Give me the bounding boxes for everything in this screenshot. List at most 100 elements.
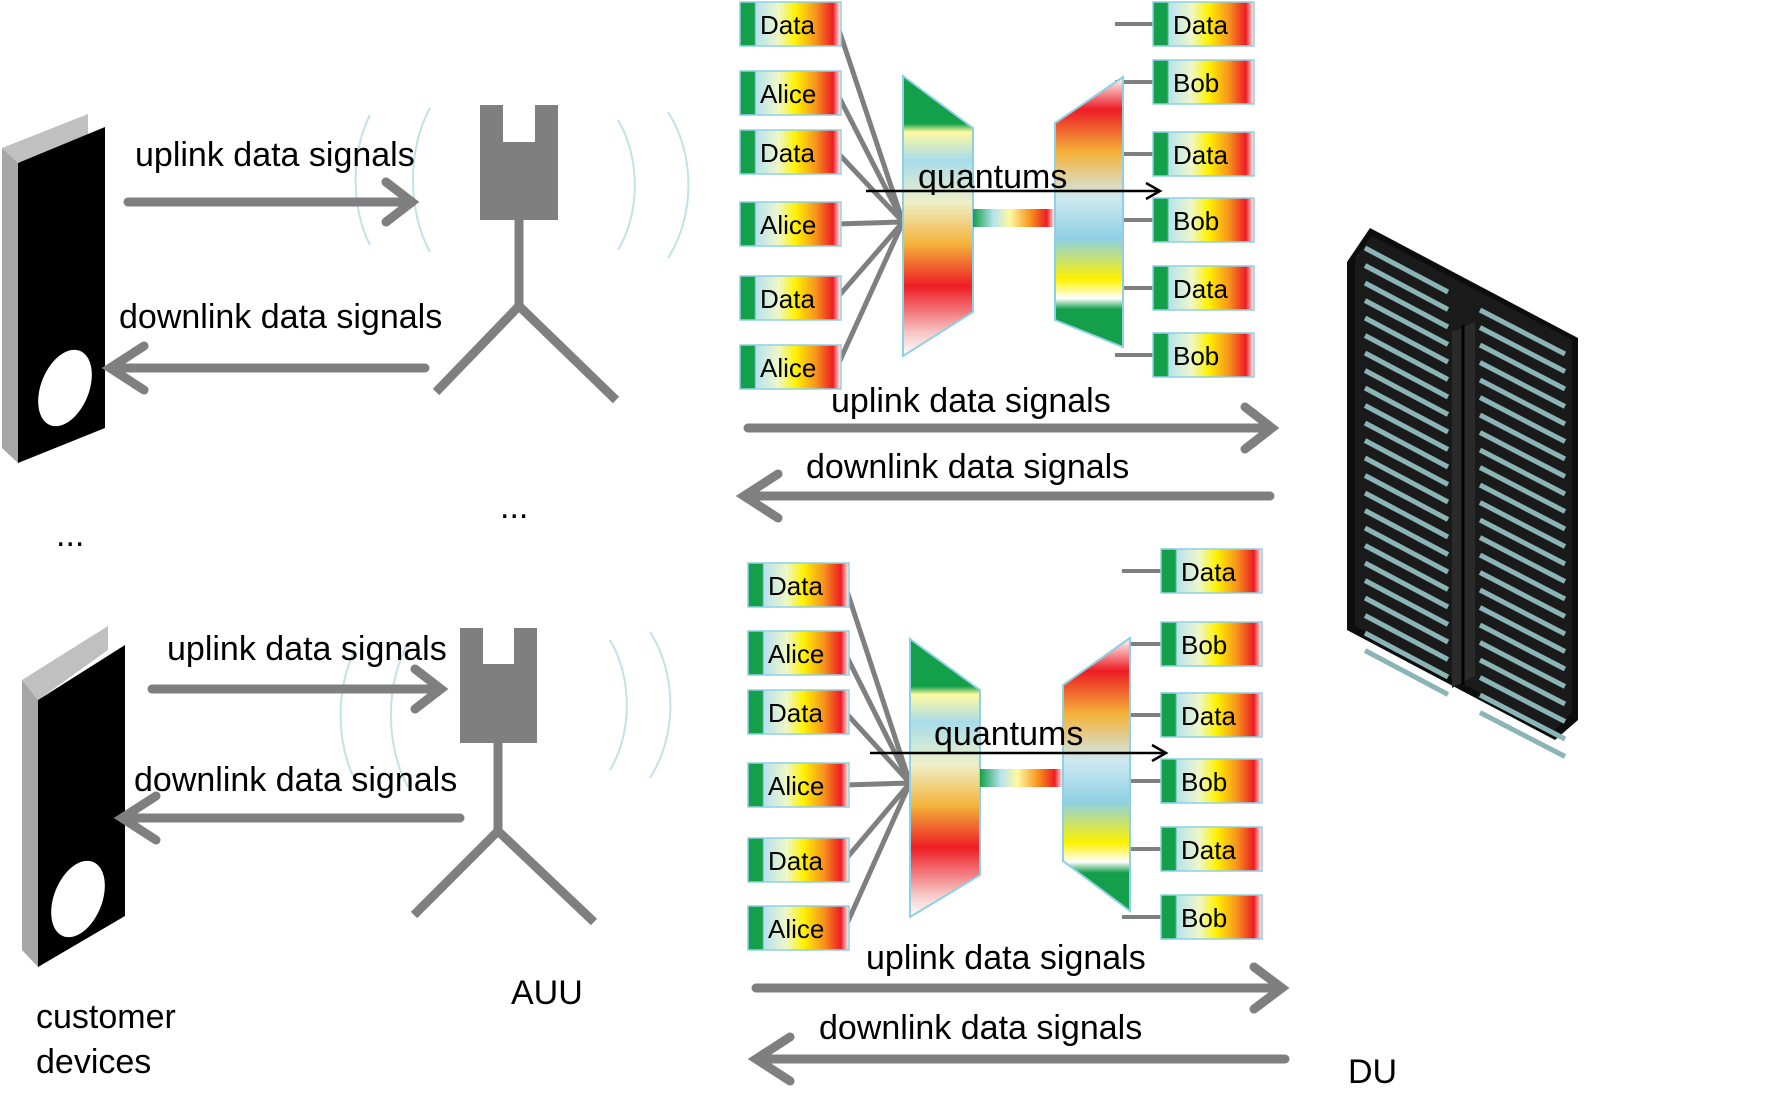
- mux-icon: [909, 637, 981, 919]
- wireless-waves-top: [354, 107, 690, 259]
- rack-slat: [1363, 280, 1450, 330]
- right-signal-label: Data: [1181, 701, 1236, 731]
- left-signal-label: Alice: [760, 353, 816, 383]
- right-signal-label: Bob: [1173, 68, 1219, 98]
- rack-slat: [1363, 455, 1450, 505]
- uplink-label-right-bottom: uplink data signals: [866, 939, 1146, 977]
- wireless-waves-bottom: [339, 631, 672, 788]
- left-signal-box: Data: [747, 562, 850, 608]
- downlink-label-right-top: downlink data signals: [806, 448, 1129, 486]
- antenna-icon-bottom: [410, 628, 598, 926]
- left-signal-box: Data: [739, 1, 842, 47]
- connector-line: [834, 91, 906, 224]
- rack-slat: [1478, 605, 1567, 654]
- right-signal-label: Bob: [1181, 903, 1227, 933]
- connector-line: [843, 781, 912, 862]
- rack-slat: [1363, 263, 1450, 312]
- rack-slat: [1363, 333, 1450, 382]
- rack-slat: [1363, 385, 1450, 435]
- rack-slat: [1478, 482, 1567, 532]
- right-signal-label: Bob: [1181, 767, 1227, 797]
- left-signal-label: Data: [760, 284, 815, 314]
- right-signal-box: Bob: [1152, 197, 1255, 243]
- left-signal-box: Data: [747, 689, 850, 735]
- rack-slat: [1478, 570, 1567, 619]
- rack-slat: [1478, 360, 1567, 409]
- right-signal-box: Data: [1160, 826, 1263, 872]
- rack-slat: [1363, 298, 1450, 347]
- demux-icon: [1062, 636, 1131, 913]
- left-signal-label: Data: [768, 846, 823, 876]
- rack-slat: [1363, 613, 1450, 662]
- mux-section-bottom: quantumsDataAliceDataAliceDataAliceDataB…: [747, 548, 1263, 951]
- right-signal-box: Data: [1160, 692, 1263, 738]
- rack-slat: [1478, 307, 1567, 357]
- quantum-arrowhead: [1145, 181, 1163, 201]
- right-signal-box: Data: [1160, 548, 1263, 594]
- left-signal-box: Data: [739, 129, 842, 175]
- rack-slat: [1363, 420, 1450, 470]
- ellipsis-customer: ...: [56, 516, 84, 554]
- rack-slat: [1478, 395, 1567, 444]
- rack-slat: [1478, 657, 1567, 707]
- right-signal-label: Data: [1173, 140, 1228, 170]
- fiber-link: [980, 769, 1063, 787]
- auu-caption: AUU: [511, 974, 583, 1012]
- rack-slat: [1363, 508, 1450, 557]
- right-signal-label: Bob: [1173, 206, 1219, 236]
- arrow-downlink-left-bottom: [113, 791, 465, 845]
- rack-slat: [1478, 412, 1567, 462]
- left-signal-box: Alice: [739, 344, 842, 390]
- rack-slat: [1363, 315, 1450, 365]
- left-signal-box: Alice: [739, 201, 842, 247]
- rack-slat: [1478, 587, 1567, 637]
- left-signal-box: Data: [747, 837, 850, 883]
- rack-slat: [1363, 630, 1450, 680]
- connector-line: [835, 220, 905, 300]
- quantum-arrowhead: [1151, 743, 1169, 763]
- right-signal-box: Data: [1152, 131, 1255, 177]
- ellipsis-auu: ...: [500, 488, 528, 526]
- right-signal-box: Bob: [1160, 621, 1263, 667]
- rack-slat: [1363, 245, 1450, 295]
- rack-slat: [1363, 403, 1450, 452]
- rack-slat: [1363, 543, 1450, 592]
- rack-slat: [1363, 595, 1450, 645]
- antenna-icon-top: [432, 105, 620, 404]
- uplink-label-left-bottom: uplink data signals: [167, 630, 447, 668]
- right-signal-label: Data: [1173, 274, 1228, 304]
- connector-line: [834, 220, 906, 369]
- left-signal-label: Data: [768, 571, 823, 601]
- left-signal-box: Data: [739, 275, 842, 321]
- customer-caption-line1: customer: [36, 998, 176, 1036]
- connector-line: [836, 219, 904, 227]
- server-rack-icon: [1347, 228, 1578, 759]
- rack-slat: [1478, 622, 1567, 672]
- arrow-uplink-right-top: [743, 402, 1280, 454]
- rack-slat: [1478, 675, 1567, 724]
- customer-caption-line2: devices: [36, 1043, 151, 1081]
- left-signal-box: Alice: [747, 905, 850, 951]
- right-signal-box: Bob: [1152, 59, 1255, 105]
- left-signal-label: Data: [768, 698, 823, 728]
- rack-slat: [1478, 342, 1567, 392]
- rack-slat: [1478, 500, 1567, 549]
- rack-slat: [1363, 648, 1450, 697]
- connector-line: [835, 150, 905, 224]
- uplink-label-right-top: uplink data signals: [831, 382, 1111, 420]
- rack-slat: [1478, 552, 1567, 602]
- rack-slat: [1478, 325, 1567, 374]
- left-signal-label: Alice: [760, 79, 816, 109]
- right-signal-box: Bob: [1160, 894, 1263, 940]
- right-signal-label: Data: [1181, 557, 1236, 587]
- left-signal-label: Alice: [768, 914, 824, 944]
- left-signal-label: Data: [760, 10, 815, 40]
- rack-slat: [1363, 350, 1450, 400]
- mux-icon: [902, 74, 974, 358]
- rack-slat: [1478, 447, 1567, 497]
- customer-device-bottom: [22, 626, 125, 967]
- left-signal-label: Data: [760, 138, 815, 168]
- demux-icon: [1054, 75, 1124, 349]
- rack-slat: [1478, 517, 1567, 567]
